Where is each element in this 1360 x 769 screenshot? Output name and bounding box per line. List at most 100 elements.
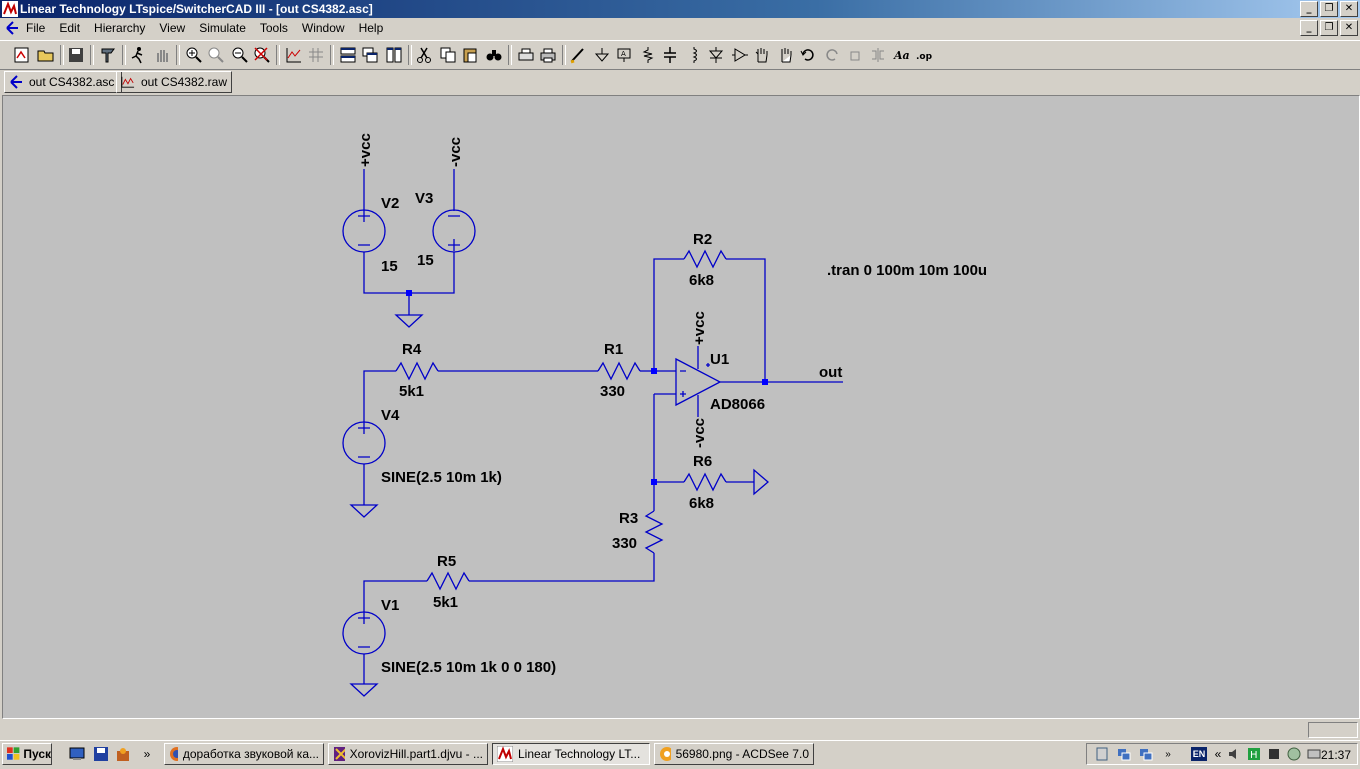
grid-icon[interactable] (306, 44, 326, 66)
label-v3: V3 (415, 190, 433, 207)
tray-more-icon[interactable]: » (1165, 748, 1171, 760)
undo-icon[interactable] (798, 44, 818, 66)
move-icon[interactable] (752, 44, 772, 66)
wire-icon[interactable] (568, 44, 588, 66)
mirror-icon[interactable] (868, 44, 888, 66)
autorange-icon[interactable] (284, 44, 304, 66)
zoom-cancel-icon[interactable] (252, 44, 272, 66)
ground-icon[interactable] (592, 44, 612, 66)
find-icon[interactable] (484, 44, 504, 66)
capacitor-icon[interactable] (660, 44, 680, 66)
zoom-out-icon[interactable] (230, 44, 250, 66)
run-icon[interactable] (128, 44, 148, 66)
tray-app-icon-3[interactable] (1287, 747, 1301, 761)
show-desktop-icon[interactable] (68, 745, 86, 763)
tray-network-icon[interactable] (1117, 747, 1131, 761)
schematic-drawing[interactable]: +vcc -vcc +vcc -vcc V2 15 V3 15 R2 6k8 .… (3, 96, 1359, 718)
zoom-in-icon[interactable] (184, 44, 204, 66)
document-tabs: out CS4382.asc out CS4382.raw (0, 70, 1360, 94)
resistor-r2 (683, 249, 727, 269)
language-indicator[interactable]: EN (1191, 747, 1207, 761)
tray-green-app-icon[interactable]: H (1247, 747, 1261, 761)
paste-icon[interactable] (460, 44, 480, 66)
tile-horizontal-icon[interactable] (384, 44, 404, 66)
tray-app-icon-4[interactable] (1307, 747, 1321, 761)
open-icon[interactable] (36, 44, 56, 66)
junction-3 (762, 379, 768, 385)
junction-1 (406, 290, 412, 296)
cut-icon[interactable] (414, 44, 434, 66)
ground-symbol-3 (349, 683, 379, 697)
taskbar: Пуск » доработка звуковой ка... XorovizH… (0, 740, 1360, 769)
control-panel-icon[interactable] (98, 44, 118, 66)
wire-r2-left (653, 258, 684, 371)
volume-icon[interactable] (1227, 747, 1241, 761)
print-icon[interactable] (538, 44, 558, 66)
tab-waveform[interactable]: out CS4382.raw (116, 71, 232, 93)
doc-minimize-button[interactable]: _ (1300, 20, 1318, 36)
tray-collapse-icon[interactable]: « (1214, 747, 1222, 761)
tray-app-icon-2[interactable] (1267, 747, 1281, 761)
diode-icon[interactable] (706, 44, 726, 66)
document-system-menu-icon[interactable] (4, 20, 20, 36)
menu-view[interactable]: View (159, 21, 186, 35)
windows-logo-icon (7, 747, 20, 760)
schematic-canvas[interactable]: +vcc -vcc +vcc -vcc V2 15 V3 15 R2 6k8 .… (2, 95, 1360, 719)
spice-directive-icon[interactable]: .op (914, 44, 934, 66)
tab-schematic[interactable]: out CS4382.asc (4, 71, 122, 93)
component-icon[interactable] (730, 44, 750, 66)
inductor-icon[interactable] (684, 44, 704, 66)
ltspice-app-icon (2, 1, 18, 17)
new-schematic-icon[interactable] (12, 44, 32, 66)
voltage-source-v3 (432, 209, 476, 253)
menu-edit[interactable]: Edit (59, 21, 81, 35)
doc-restore-button[interactable]: ❐ (1320, 20, 1338, 36)
save-icon[interactable] (66, 44, 86, 66)
label-r2: R2 (693, 231, 712, 248)
task-firefox[interactable]: доработка звуковой ка... (164, 743, 324, 765)
text-icon[interactable]: Aa (892, 44, 912, 66)
menu-window[interactable]: Window (301, 21, 345, 35)
tile-vertical-icon[interactable] (338, 44, 358, 66)
restore-button[interactable]: ❐ (1320, 1, 1338, 17)
menu-file[interactable]: File (26, 21, 46, 35)
quicklaunch-more-icon[interactable]: » (143, 747, 151, 761)
launcher-icon[interactable] (114, 745, 132, 763)
value-r1: 330 (600, 383, 625, 400)
start-button[interactable]: Пуск (2, 743, 52, 765)
system-tray: » EN « H 21:37 (1086, 743, 1358, 765)
resistor-icon[interactable] (638, 44, 658, 66)
tab-waveform-label: out CS4382.raw (140, 75, 227, 89)
print-preview-icon[interactable] (516, 44, 536, 66)
minimize-button[interactable]: _ (1300, 1, 1318, 17)
acdsee-icon (660, 747, 671, 761)
drag-icon[interactable] (776, 44, 796, 66)
rotate-icon[interactable] (846, 44, 866, 66)
spice-directive[interactable]: .tran 0 100m 10m 100u (827, 262, 987, 279)
clock: 21:37 (1320, 748, 1351, 762)
ltspice-icon (497, 746, 513, 762)
menu-simulate[interactable]: Simulate (199, 21, 246, 35)
tab-schematic-label: out CS4382.asc (29, 75, 115, 89)
task-acdsee[interactable]: 56980.png - ACDSee 7.0 (654, 743, 814, 765)
tray-network-icon-2[interactable] (1139, 747, 1153, 761)
task-djvu[interactable]: XorovizHill.part1.djvu - ... (328, 743, 488, 765)
task-ltspice[interactable]: Linear Technology LT... (492, 743, 650, 765)
menu-hierarchy[interactable]: Hierarchy (94, 21, 146, 35)
net-label-pvcc-u1: +vcc (691, 311, 708, 345)
cascade-icon[interactable] (360, 44, 380, 66)
svg-text:H: H (1250, 750, 1258, 761)
halt-icon[interactable] (152, 44, 172, 66)
close-button[interactable]: ✕ (1340, 1, 1358, 17)
label-r6: R6 (693, 453, 712, 470)
floppy-icon[interactable] (92, 745, 110, 763)
label-icon[interactable]: A (614, 44, 634, 66)
label-u1: U1 (710, 351, 729, 368)
menu-tools[interactable]: Tools (259, 21, 288, 35)
menu-help[interactable]: Help (358, 21, 384, 35)
doc-close-button[interactable]: ✕ (1340, 20, 1358, 36)
redo-icon[interactable] (822, 44, 842, 66)
zoom-area-icon[interactable] (206, 44, 226, 66)
tray-app-icon-1[interactable] (1095, 747, 1109, 761)
copy-icon[interactable] (438, 44, 458, 66)
